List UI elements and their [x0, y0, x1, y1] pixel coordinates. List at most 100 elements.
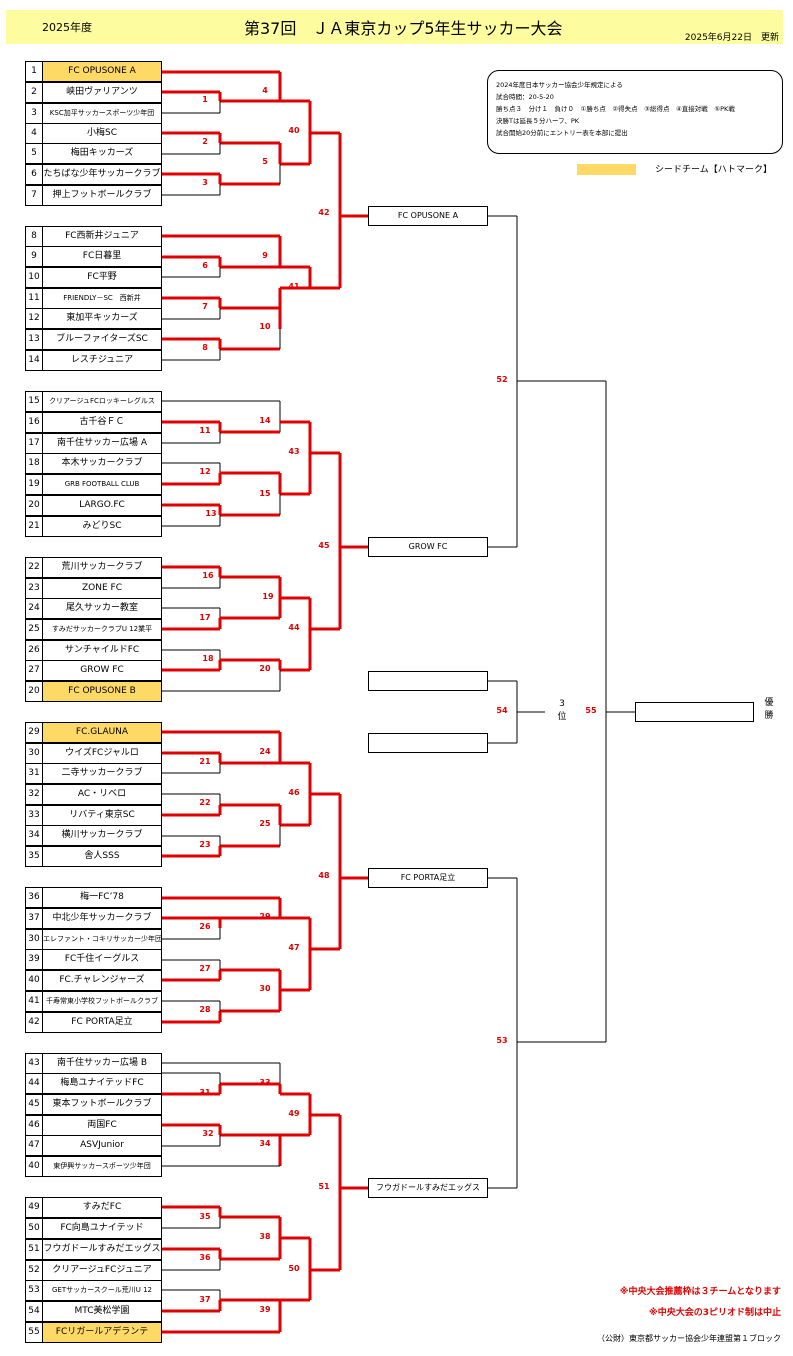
team-number: 21 — [25, 516, 43, 537]
team-name: GROW FC — [42, 660, 162, 681]
team-name: 尾久サッカー教室 — [42, 598, 162, 619]
team-number: 25 — [25, 619, 43, 640]
team-name: ASVJunior — [42, 1135, 162, 1156]
match-number: 52 — [496, 375, 508, 384]
team-number: 51 — [25, 1239, 43, 1260]
team-number: 54 — [25, 1301, 43, 1322]
match-number: 36 — [199, 1253, 211, 1262]
team-number: 2 — [25, 82, 43, 103]
match-number: 13 — [205, 509, 217, 518]
match-number: 33 — [259, 1078, 271, 1087]
team-number: 50 — [25, 1218, 43, 1239]
team-number: 10 — [25, 267, 43, 288]
team-name: 梅田キッカーズ — [42, 143, 162, 164]
third-place-label: 3位 — [557, 699, 567, 722]
match-number: 44 — [288, 623, 300, 632]
team-number: 47 — [25, 1135, 43, 1156]
team-number: 3 — [25, 103, 43, 124]
team-number: 22 — [25, 557, 43, 578]
match-number: 55 — [585, 706, 597, 715]
third-place-box-bottom — [368, 733, 488, 753]
seed-team-name: FCリガールアデランテ — [42, 1322, 162, 1343]
team-name: 南千住サッカー広場 A — [42, 433, 162, 454]
champion-label: 優勝 — [764, 698, 774, 721]
match-number: 46 — [288, 788, 300, 797]
team-name: LARGO.FC — [42, 495, 162, 516]
match-number: 20 — [259, 664, 271, 673]
match-number: 21 — [199, 757, 211, 766]
team-number: 29 — [25, 722, 43, 743]
team-name: 舎人SSS — [42, 846, 162, 867]
team-number: 30 — [25, 929, 43, 950]
team-number: 4 — [25, 123, 43, 144]
team-number: 14 — [25, 350, 43, 371]
match-number: 17 — [199, 613, 211, 622]
page-title: 第37回 ＪＡ東京カップ5年生サッカー大会 — [244, 19, 563, 38]
season-label: 2025年度 — [42, 21, 92, 34]
team-name: FC PORTA足立 — [42, 1012, 162, 1033]
team-name: 中北少年サッカークラブ — [42, 908, 162, 929]
team-number: 12 — [25, 308, 43, 329]
match-number: 29 — [259, 912, 271, 921]
team-number: 7 — [25, 185, 43, 206]
team-name: FC日暮里 — [42, 246, 162, 267]
team-name: 千寿常東小学校フットボールクラブ — [42, 991, 162, 1012]
rule-line: 試合時間：20-5-20 — [496, 93, 554, 101]
team-name: FC.チャレンジャーズ — [42, 970, 162, 991]
team-name: みどりSC — [42, 516, 162, 537]
rule-line: 勝ち点３ 分け１ 負け０ ①勝ち点 ②得失点 ③総得点 ④直接対戦 ⑤PK戦 — [496, 105, 735, 113]
team-name: 南千住サッカー広場 B — [42, 1053, 162, 1074]
footer-organizer: （公財）東京都サッカー協会少年連盟第１ブロック — [597, 1334, 781, 1343]
match-number: 39 — [259, 1305, 271, 1314]
team-name: ブルーファイターズSC — [42, 329, 162, 350]
team-number: 9 — [25, 246, 43, 267]
rule-line: 決勝Tは延長５分ハーフ、PK — [496, 117, 580, 125]
team-name: FC西新井ジュニア — [42, 226, 162, 247]
match-number: 43 — [288, 447, 300, 456]
team-name: FC向島ユナイテッド — [42, 1218, 162, 1239]
seed-legend-label: シードチーム【ハトマーク】 — [655, 165, 773, 175]
team-name: すみだサッカークラブU 12業平 — [42, 619, 162, 640]
note-period: ※中央大会の3ピリオド制は中止 — [648, 1308, 781, 1318]
team-number: 5 — [25, 143, 43, 164]
team-name: 横川サッカークラブ — [42, 825, 162, 846]
match-number: 9 — [262, 251, 268, 260]
match-number: 41 — [288, 282, 300, 291]
team-number: 35 — [25, 846, 43, 867]
match-number: 7 — [202, 302, 208, 311]
match-number: 25 — [259, 819, 271, 828]
team-name: AC・リベロ — [42, 784, 162, 805]
match-number: 48 — [318, 871, 330, 880]
team-number: 45 — [25, 1094, 43, 1115]
team-name: 東伊興サッカースポーツ少年団 — [42, 1156, 162, 1177]
team-number: 11 — [25, 288, 43, 309]
team-name: 梅島ユナイテッドFC — [42, 1073, 162, 1094]
match-number: 14 — [259, 416, 271, 425]
winner-box-block-a: FC OPUSONE A — [368, 206, 488, 226]
team-name: 荒川サッカークラブ — [42, 557, 162, 578]
match-number: 40 — [288, 126, 300, 135]
team-number: 20 — [25, 681, 43, 702]
match-number: 1 — [202, 95, 208, 104]
team-name: KSC加平サッカースポーツ少年団 — [42, 103, 162, 124]
match-number: 16 — [202, 571, 214, 580]
team-name: ウイズFCジャルロ — [42, 743, 162, 764]
team-name: GETサッカースクール荒川U 12 — [42, 1280, 162, 1301]
team-name: 二寺サッカークラブ — [42, 763, 162, 784]
match-number: 47 — [288, 943, 300, 952]
match-number: 12 — [199, 467, 211, 476]
team-name: 東本フットボールクラブ — [42, 1094, 162, 1115]
rules-box: 2024年度日本サッカー協会少年規定による 試合時間：20-5-20 勝ち点３ … — [487, 70, 783, 154]
match-number: 2 — [202, 137, 208, 146]
team-name: クリアージュFCロッキーレグルス — [42, 391, 162, 412]
team-name: リバティ東京SC — [42, 805, 162, 826]
match-number: 30 — [259, 984, 271, 993]
team-number: 34 — [25, 825, 43, 846]
team-number: 16 — [25, 412, 43, 433]
team-number: 24 — [25, 598, 43, 619]
team-number: 43 — [25, 1053, 43, 1074]
team-number: 40 — [25, 1156, 43, 1177]
team-number: 33 — [25, 805, 43, 826]
